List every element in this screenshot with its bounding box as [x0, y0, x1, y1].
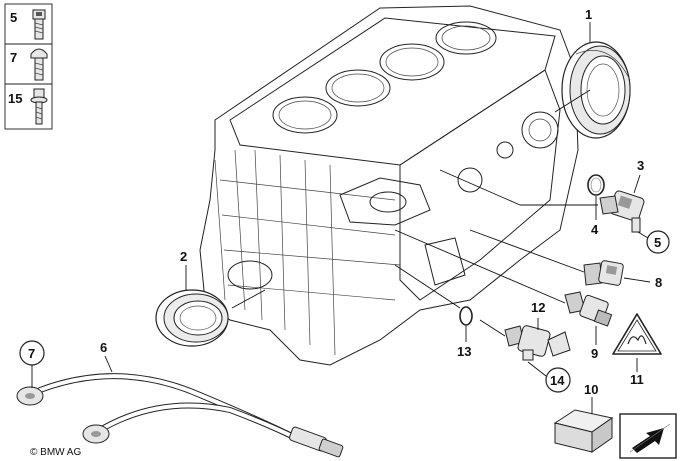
- o-ring: [587, 174, 605, 196]
- cylinder-bore: [379, 43, 445, 81]
- sealing-ring: [459, 306, 473, 326]
- callout-10: 10: [584, 382, 598, 397]
- callout-7: 7: [28, 346, 35, 361]
- cylinder-bore: [325, 69, 391, 107]
- leader-line: [394, 229, 566, 304]
- position-sensor: [504, 325, 571, 361]
- callout-11: 11: [630, 372, 644, 387]
- leader-line: [394, 264, 461, 309]
- callout-13: 13: [457, 344, 471, 359]
- warning-triangle-icon: [612, 313, 662, 355]
- rear-crankshaft-seal: [561, 41, 631, 139]
- leader-line: [554, 89, 591, 113]
- hex-socket-bolt-icon: [32, 9, 46, 40]
- cylinder-bore: [272, 96, 338, 134]
- cylinder-bore: [435, 21, 497, 55]
- legend-item-number: 5: [10, 10, 17, 25]
- callout-6: 6: [100, 340, 107, 355]
- knock-sensor-harness: [16, 373, 344, 458]
- fastener-legend: 5 7 15: [4, 3, 53, 130]
- copyright-notice: © BMW AG: [30, 447, 81, 458]
- circled-callout-7: 7: [19, 340, 45, 388]
- legend-frame: [4, 3, 53, 130]
- leader-line: [479, 319, 506, 337]
- callout-2: 2: [180, 249, 187, 264]
- leader-line: [104, 355, 113, 373]
- leader-line: [439, 169, 521, 206]
- hex-bolt-icon: [30, 48, 48, 81]
- flange-bolt-icon: [30, 88, 48, 125]
- front-crankshaft-seal: [155, 289, 229, 347]
- callout-9: 9: [591, 346, 598, 361]
- callout-3: 3: [637, 158, 644, 173]
- callout-1: 1: [585, 7, 592, 22]
- leader-line: [469, 229, 585, 273]
- callout-14: 14: [550, 373, 565, 388]
- copyright-text: © BMW AG: [30, 447, 81, 458]
- navigation-arrow-icon[interactable]: [619, 413, 677, 459]
- parts-kit-box: [553, 409, 614, 453]
- leader-line: [633, 174, 641, 194]
- callout-8: 8: [655, 275, 662, 290]
- callout-5: 5: [654, 235, 661, 250]
- callout-12: 12: [531, 300, 545, 315]
- oil-pressure-switch: [583, 260, 624, 286]
- engine-block: [199, 5, 579, 366]
- leader-line: [623, 277, 651, 283]
- circled-callout-5: 5: [637, 230, 670, 254]
- legend-item-number: 7: [10, 50, 17, 65]
- circled-callout-14: 14: [527, 361, 571, 393]
- legend-item-number: 15: [8, 91, 22, 106]
- callout-4: 4: [591, 222, 599, 237]
- crankshaft-position-sensor: [599, 190, 645, 233]
- leader-line: [231, 289, 266, 309]
- oil-temperature-sensor: [564, 291, 613, 327]
